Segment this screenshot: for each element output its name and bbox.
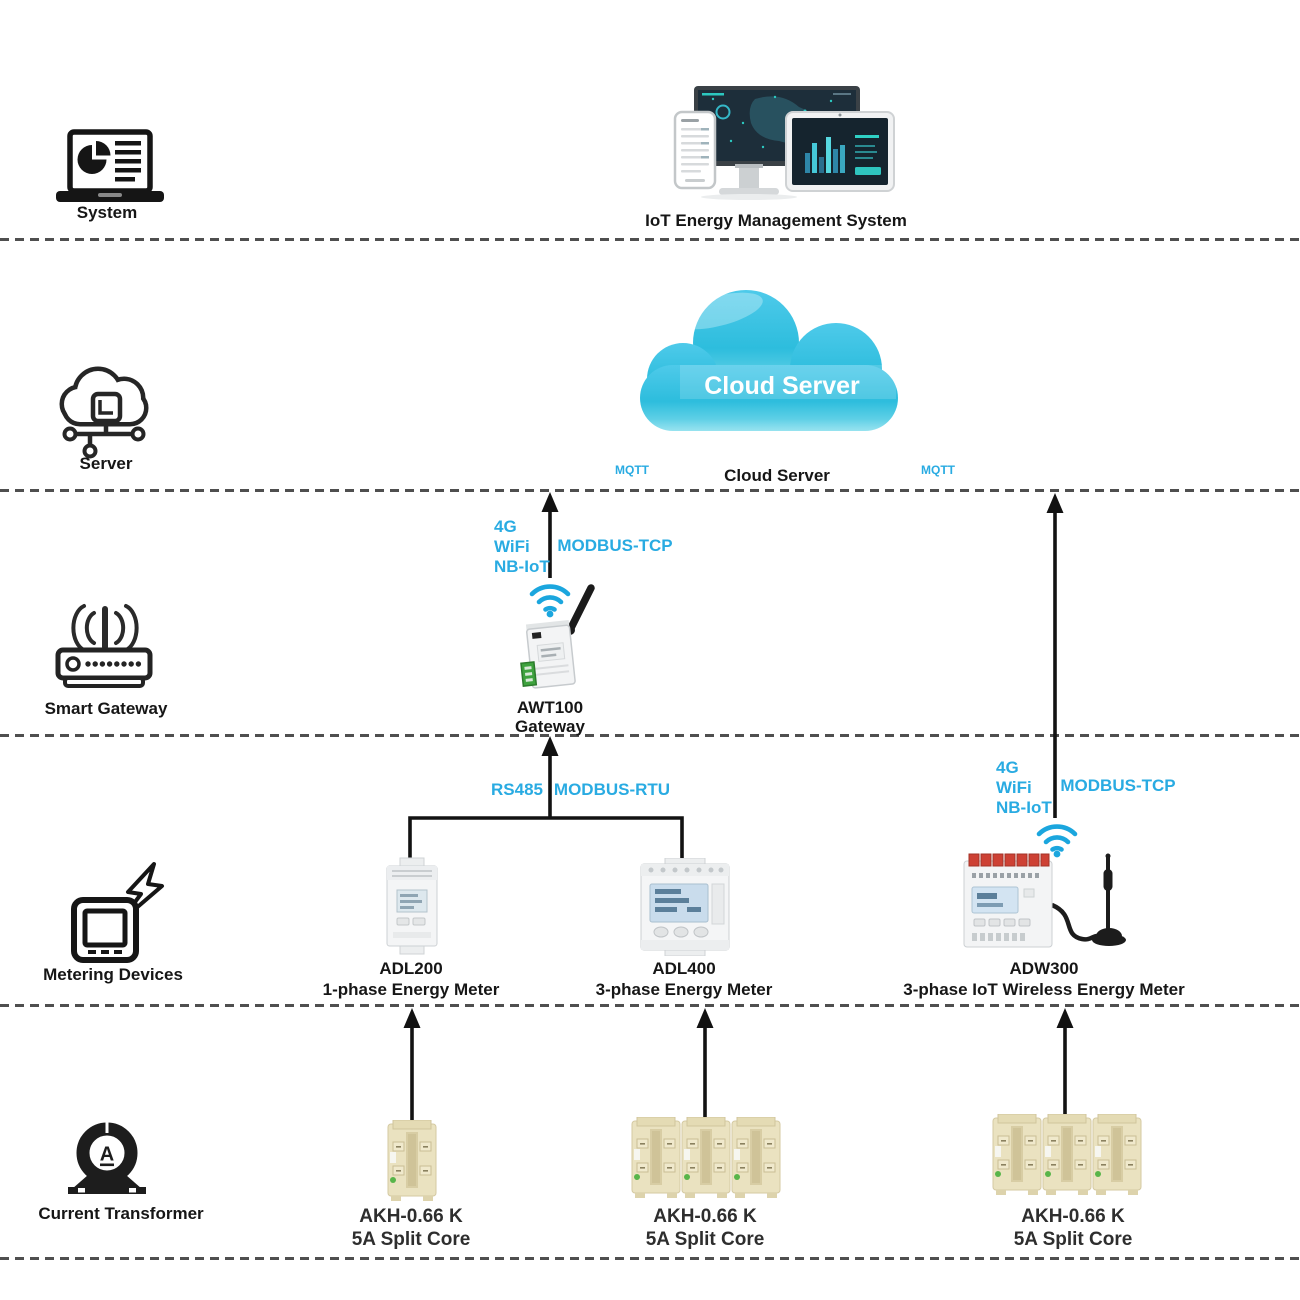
- rail-label-system: System: [76, 203, 138, 222]
- layer-separator-2: [0, 489, 1300, 492]
- rs485-label: RS485: [491, 780, 543, 799]
- iot-ems-title: IoT Energy Management System: [645, 211, 907, 230]
- gateway-wireless-nbiot: NB-IoT: [494, 557, 550, 576]
- adw-wireless-wifi: WiFi: [996, 778, 1032, 797]
- adw300-model-label: ADW300: [1009, 959, 1079, 978]
- rail-label-current-transformer: Current Transformer: [38, 1204, 204, 1223]
- smart-gateway-icon: [55, 604, 153, 688]
- ct2-model-label: AKH-0.66 K: [653, 1206, 757, 1227]
- metering-devices-icon: [71, 862, 164, 963]
- adw300-meter-device: [963, 853, 1126, 948]
- adw-wifi-icon: [1036, 824, 1078, 858]
- system-laptop-icon: [56, 129, 164, 202]
- gateway-wireless-wifi: WiFi: [494, 537, 530, 556]
- ct-triple-right: [992, 1114, 1142, 1196]
- ct2-desc-label: 5A Split Core: [645, 1229, 765, 1250]
- ct1-desc-label: 5A Split Core: [351, 1229, 471, 1250]
- current-transformer-icon: A: [68, 1120, 146, 1194]
- ct3-desc-label: 5A Split Core: [1013, 1229, 1133, 1250]
- adl400-meter-device: [640, 858, 730, 956]
- rail-label-smart-gateway: Smart Gateway: [44, 699, 168, 718]
- gateway-role-label: Gateway: [515, 717, 585, 736]
- gateway-wireless-labels: 4G WiFi NB-IoT: [494, 517, 550, 577]
- rail-label-metering-devices: Metering Devices: [43, 965, 183, 984]
- mqtt-label-left: MQTT: [615, 463, 649, 477]
- gateway-wireless-4g: 4G: [494, 517, 517, 536]
- cloud-server-graphic: Cloud Server: [628, 290, 924, 483]
- gateway-model-label: AWT100: [516, 698, 584, 717]
- server-cloud-icon: [59, 366, 149, 459]
- iot-ems-devices-image: [673, 86, 895, 200]
- adl200-meter-device: [386, 857, 438, 955]
- ct3-model-label: AKH-0.66 K: [1021, 1206, 1125, 1227]
- mqtt-label-right: MQTT: [921, 463, 955, 477]
- layer-separator-3: [0, 734, 1300, 737]
- gateway-protocol-label: MODBUS-TCP: [557, 536, 673, 555]
- rail-label-server: Server: [79, 454, 133, 473]
- svg-text:A: A: [100, 1144, 114, 1166]
- cloud-title: Cloud Server: [704, 372, 860, 400]
- modbus-rtu-label: MODBUS-RTU: [553, 780, 671, 799]
- layer-separator-5: [0, 1257, 1300, 1260]
- adw-wireless-nbiot: NB-IoT: [996, 798, 1052, 817]
- adl400-model-label: ADL400: [652, 959, 716, 978]
- cloud-caption: Cloud Server: [724, 466, 830, 485]
- adw-protocol-label: MODBUS-TCP: [1060, 776, 1176, 795]
- adw-wireless-labels: 4G WiFi NB-IoT: [996, 758, 1052, 818]
- ct-triple-middle: [631, 1117, 781, 1199]
- adw300-desc-label: 3-phase IoT Wireless Energy Meter: [903, 980, 1185, 999]
- ct1-model-label: AKH-0.66 K: [359, 1206, 463, 1227]
- gateway-wifi-icon: [529, 584, 571, 618]
- layer-separator-4: [0, 1004, 1300, 1007]
- adw-wireless-4g: 4G: [996, 758, 1019, 777]
- ct-single: [387, 1120, 437, 1202]
- awt100-gateway-device: [520, 584, 595, 689]
- adl200-model-label: ADL200: [379, 959, 443, 978]
- adl200-desc-label: 1-phase Energy Meter: [322, 980, 500, 999]
- adl400-desc-label: 3-phase Energy Meter: [595, 980, 773, 999]
- layer-separator-1: [0, 238, 1300, 241]
